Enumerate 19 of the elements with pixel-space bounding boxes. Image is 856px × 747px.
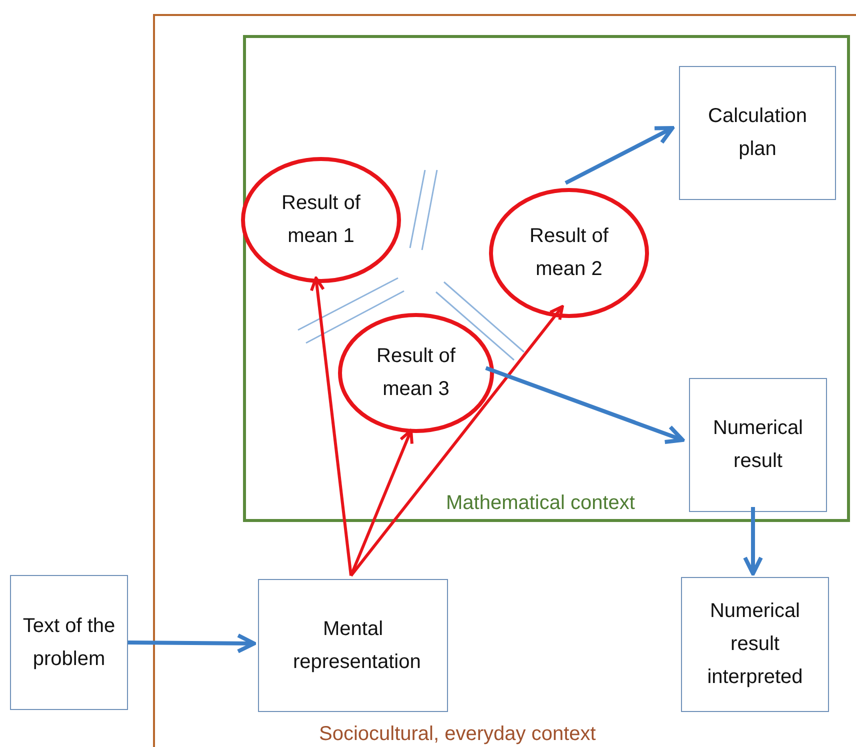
process-box: Mental representation: [258, 579, 448, 712]
arrow: [310, 276, 352, 576]
process-box: Numerical result interpreted: [681, 577, 829, 712]
arrow: [564, 126, 674, 185]
arrow: [485, 366, 685, 444]
process-box: Text of the problem: [10, 575, 128, 710]
result-ellipse: Result of mean 2: [489, 188, 649, 318]
frame-label: Sociocultural, everyday context: [319, 722, 596, 747]
arrow: [128, 633, 256, 654]
arrow: [350, 305, 564, 577]
process-box: Numerical result: [689, 378, 827, 512]
context-frame: [153, 14, 856, 747]
arrow: [743, 507, 763, 576]
arrow: [350, 428, 414, 576]
process-box: Calculation plan: [679, 66, 836, 200]
result-ellipse: Result of mean 1: [241, 157, 401, 283]
result-ellipse: Result of mean 3: [338, 313, 494, 433]
inner-context-frame: [243, 35, 850, 522]
frame-label: Mathematical context: [446, 491, 635, 516]
